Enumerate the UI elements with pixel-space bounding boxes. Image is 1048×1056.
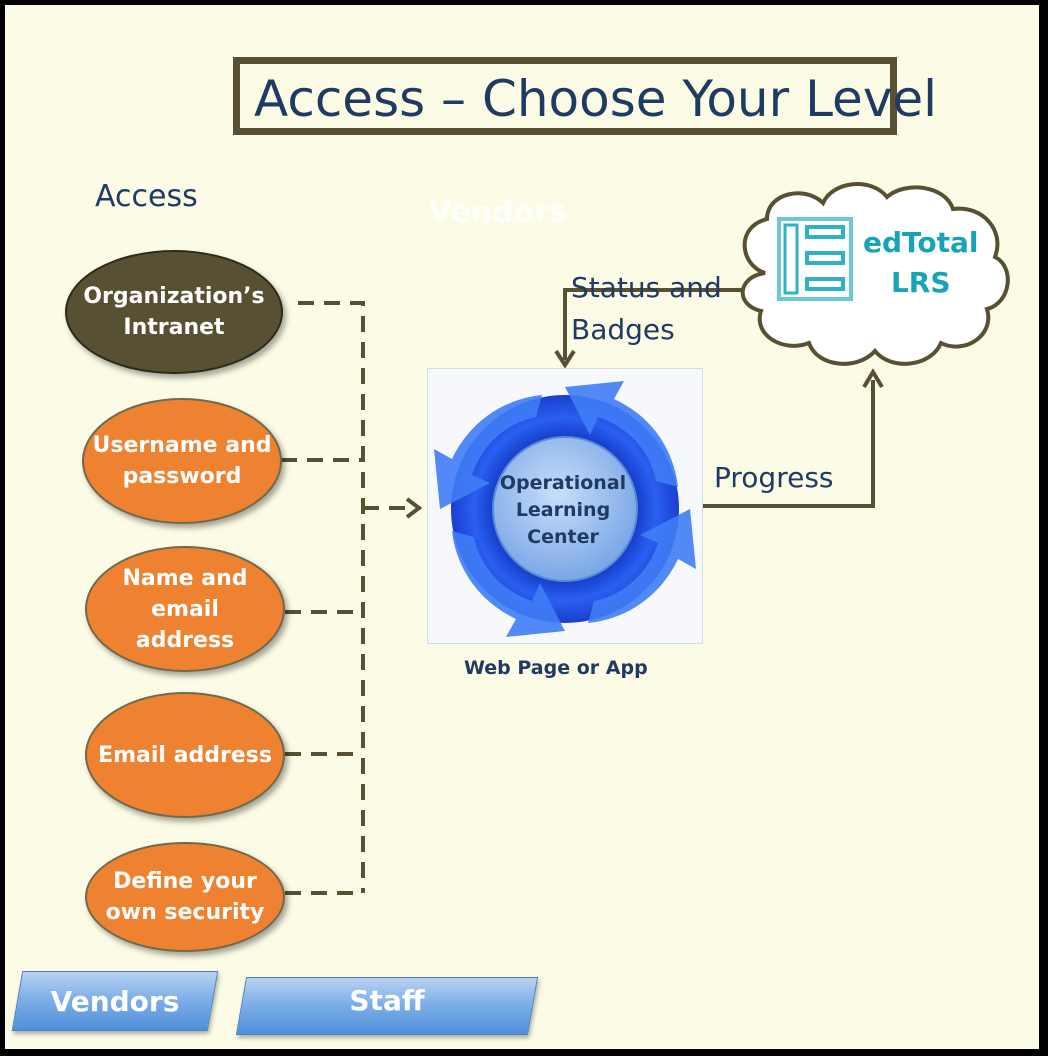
tab-staff-label: Staff bbox=[349, 983, 425, 1017]
access-option-label: Organization’s Intranet bbox=[83, 284, 265, 340]
dashed-trunk-line bbox=[298, 301, 365, 893]
status-arrow-line bbox=[563, 288, 743, 360]
access-option-name-email[interactable]: Name and email address bbox=[85, 546, 285, 672]
access-option-intranet[interactable]: Organization’s Intranet bbox=[65, 250, 283, 374]
tab-vendors-label: Vendors bbox=[50, 984, 180, 1018]
dashed-arrowhead bbox=[405, 497, 423, 519]
progress-arrow-line bbox=[702, 380, 875, 508]
tab-vendors[interactable]: Vendors bbox=[11, 971, 219, 1031]
progress-label: Progress bbox=[714, 461, 834, 494]
status-badges-label: Status and Badges bbox=[571, 271, 722, 346]
access-option-label: Define your own security bbox=[105, 869, 265, 925]
access-option-label: Email address bbox=[98, 742, 272, 768]
page-title: Access – Choose Your Level bbox=[254, 70, 938, 128]
ghost-vendors-label: Vendors bbox=[429, 195, 568, 230]
learning-center-label: Operational Learning Center bbox=[499, 472, 627, 548]
progress-arrowhead bbox=[862, 368, 884, 389]
tab-staff[interactable]: Staff bbox=[235, 977, 539, 1035]
diagram-canvas: Access – Choose Your Level Access Vendor… bbox=[5, 5, 1039, 1049]
access-heading: Access bbox=[95, 179, 198, 214]
status-arrowhead bbox=[554, 349, 576, 369]
web-page-caption: Web Page or App bbox=[464, 657, 648, 679]
access-option-email[interactable]: Email address bbox=[85, 692, 285, 818]
access-option-label: Name and email address bbox=[122, 565, 248, 653]
title-box: Access – Choose Your Level bbox=[233, 57, 937, 135]
edtotal-logo-icon bbox=[775, 213, 855, 305]
access-option-username-password[interactable]: Username and password bbox=[82, 398, 282, 524]
cycle-arrows-icon bbox=[434, 381, 696, 637]
learning-center-graphic[interactable] bbox=[427, 368, 703, 644]
access-option-define-security[interactable]: Define your own security bbox=[85, 842, 285, 952]
lrs-label: edTotal LRS bbox=[863, 226, 979, 299]
access-option-label: Username and password bbox=[92, 433, 272, 489]
